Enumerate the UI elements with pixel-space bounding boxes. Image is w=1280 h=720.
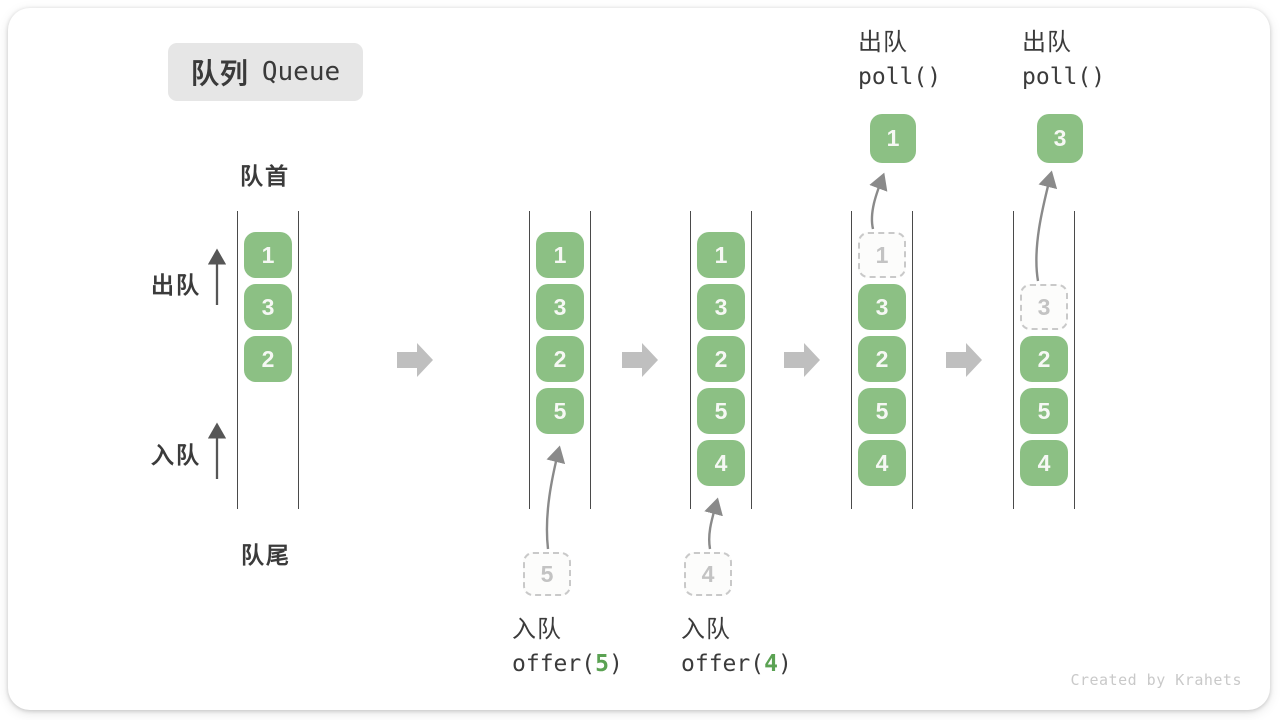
queue-column-2 xyxy=(529,211,591,509)
polled-value-cell: 3 xyxy=(1037,114,1083,163)
queue-cell: 2 xyxy=(858,336,906,382)
queue-cell: 4 xyxy=(858,440,906,486)
queue-front-label: 队首 xyxy=(240,163,290,189)
queue-cell: 1 xyxy=(697,232,745,278)
pending-enqueue-cell: 4 xyxy=(684,552,732,596)
poll2-operation-label: 出队 poll() xyxy=(1022,25,1105,95)
watermark: Created by Krahets xyxy=(1070,671,1242,689)
queue-cell: 5 xyxy=(697,388,745,434)
queue-cell-ghost: 3 xyxy=(1020,284,1068,330)
queue-cell: 2 xyxy=(244,336,292,382)
enqueue5-operation-label: 入队 offer(5) xyxy=(512,612,623,682)
queue-cell: 3 xyxy=(536,284,584,330)
title-en: Queue xyxy=(261,57,341,87)
queue-cell: 3 xyxy=(858,284,906,330)
enqueue-side-label: 入队 xyxy=(151,442,201,468)
queue-column-5 xyxy=(1013,211,1075,509)
poll1-operation-label: 出队 poll() xyxy=(858,25,941,95)
queue-cell: 4 xyxy=(1020,440,1068,486)
poll2-code-label: poll() xyxy=(1022,64,1106,90)
queue-cell: 3 xyxy=(244,284,292,330)
queue-cell: 3 xyxy=(697,284,745,330)
dequeue-side-label: 出队 xyxy=(151,272,201,298)
queue-cell: 1 xyxy=(244,232,292,278)
queue-cell: 4 xyxy=(697,440,745,486)
queue-column-3 xyxy=(690,211,752,509)
queue-cell: 5 xyxy=(536,388,584,434)
queue-cell: 5 xyxy=(1020,388,1068,434)
enqueue4-code-label: offer(4) xyxy=(681,651,792,677)
queue-cell-ghost: 1 xyxy=(858,232,906,278)
queue-cell: 2 xyxy=(1020,336,1068,382)
pending-enqueue-cell: 5 xyxy=(523,552,571,596)
enqueue4-zh-label: 入队 xyxy=(681,616,731,643)
polled-value-cell: 1 xyxy=(870,114,916,163)
queue-cell: 2 xyxy=(697,336,745,382)
queue-rear-label: 队尾 xyxy=(241,542,291,568)
diagram-card xyxy=(8,8,1270,710)
queue-column-1 xyxy=(237,211,299,509)
enqueue5-code-label: offer(5) xyxy=(512,651,623,677)
enqueue4-operation-label: 入队 offer(4) xyxy=(681,612,792,682)
poll1-zh-label: 出队 xyxy=(858,29,908,56)
queue-cell: 5 xyxy=(858,388,906,434)
title-zh: 队列 xyxy=(190,58,249,89)
poll1-code-label: poll() xyxy=(858,64,942,90)
queue-cell: 1 xyxy=(536,232,584,278)
enqueue5-zh-label: 入队 xyxy=(512,616,562,643)
title-box: 队列 Queue xyxy=(168,43,363,101)
queue-column-4 xyxy=(851,211,913,509)
queue-cell: 2 xyxy=(536,336,584,382)
poll2-zh-label: 出队 xyxy=(1022,29,1072,56)
